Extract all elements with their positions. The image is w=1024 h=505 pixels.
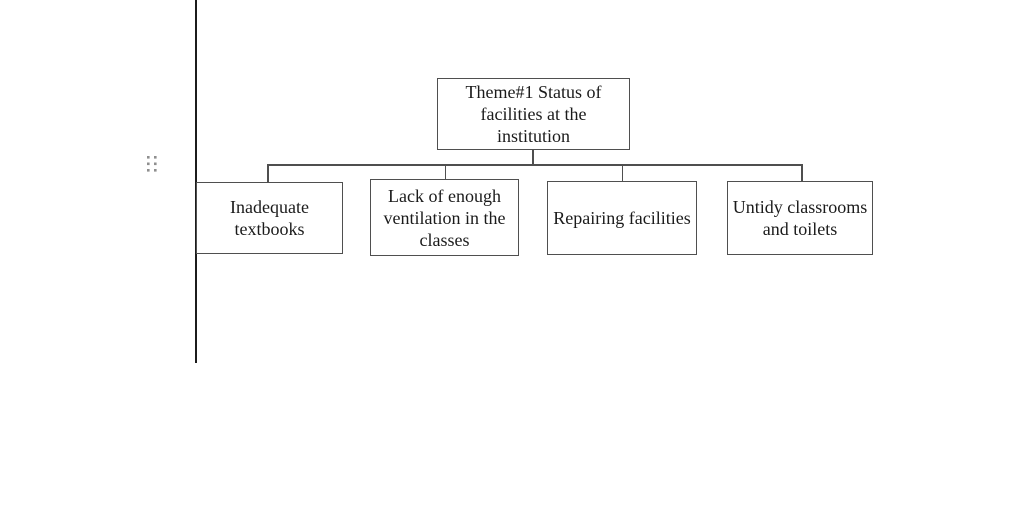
drag-handle-icon[interactable]	[147, 156, 158, 173]
diagram-node-label: Inadequate textbooks	[230, 197, 309, 239]
diagram-node-untidy-classrooms[interactable]: Untidy classrooms and toilets	[727, 181, 873, 255]
diagram-node-repairing-facilities[interactable]: Repairing facilities	[547, 181, 697, 255]
diagram-node-inadequate-textbooks[interactable]: Inadequate textbooks	[196, 182, 343, 254]
diagram-node-label: Untidy classrooms and toilets	[732, 197, 868, 239]
diagram-node-root-label: Theme#1 Status of facilities at the inst…	[465, 82, 602, 146]
connector-drop-3	[621, 164, 623, 181]
connector-drop-4	[801, 164, 803, 181]
diagram-node-lack-of-ventilation[interactable]: Lack of enough ventilation in the classe…	[370, 179, 519, 256]
diagram-node-root[interactable]: Theme#1 Status of facilities at the inst…	[437, 78, 630, 150]
connector-drop-2	[444, 164, 446, 180]
connector-root-stub	[532, 150, 534, 165]
connector-horizontal-rail	[267, 164, 803, 166]
six-dot-icon	[147, 156, 157, 172]
document-margin-line	[195, 0, 197, 363]
diagram-node-label: Lack of enough ventilation in the classe…	[383, 185, 506, 250]
diagram-node-label: Repairing facilities	[553, 208, 691, 228]
connector-drop-1	[267, 164, 269, 182]
